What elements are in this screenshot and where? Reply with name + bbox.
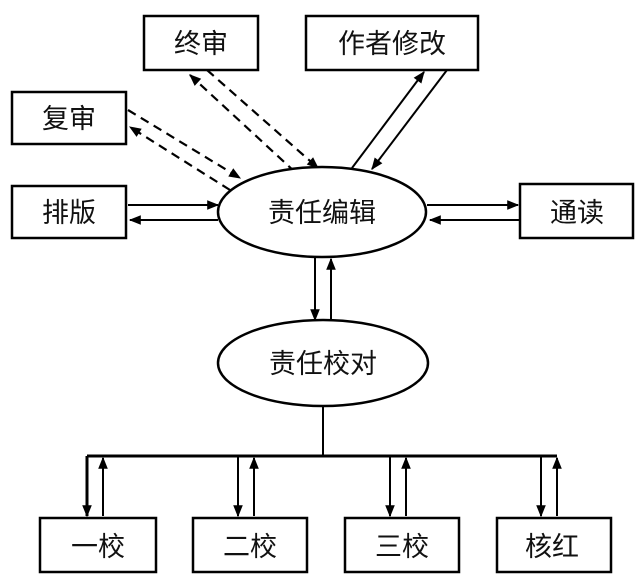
node-editor-label: 责任编辑 xyxy=(268,198,376,229)
edge-final-review-to-editor xyxy=(206,69,319,169)
edge-editor-to-second-review xyxy=(128,126,231,191)
node-typesetting-label: 排版 xyxy=(42,198,96,229)
edge-editor-to-final-review xyxy=(189,74,296,173)
node-proof-1: 一校 xyxy=(38,516,158,574)
edge-editor-to-author-revision xyxy=(351,71,425,169)
node-second-review-label: 复审 xyxy=(42,104,96,135)
node-final-review-label: 终审 xyxy=(174,29,228,60)
node-read-through: 通读 xyxy=(518,182,635,240)
node-editor: 责任编辑 xyxy=(216,165,428,259)
node-author-revision-label: 作者修改 xyxy=(338,29,446,60)
node-proof-2-label: 二校 xyxy=(223,532,277,563)
node-author-revision: 作者修改 xyxy=(304,14,480,72)
edge-second-review-to-editor xyxy=(127,109,242,179)
node-proofreader: 责任校对 xyxy=(216,318,430,408)
node-proofreader-label: 责任校对 xyxy=(269,349,377,380)
node-final-check-label: 核红 xyxy=(525,532,579,563)
node-proof-2: 二校 xyxy=(191,516,309,574)
node-proof-3: 三校 xyxy=(343,516,461,574)
node-proof-1-label: 一校 xyxy=(71,532,125,563)
node-final-review: 终审 xyxy=(142,14,260,72)
node-proof-3-label: 三校 xyxy=(375,532,429,563)
node-final-check: 核红 xyxy=(495,516,613,574)
node-typesetting: 排版 xyxy=(10,184,128,240)
node-second-review: 复审 xyxy=(10,90,128,146)
node-read-through-label: 通读 xyxy=(550,198,604,229)
edge-author-revision-to-editor xyxy=(371,69,448,170)
